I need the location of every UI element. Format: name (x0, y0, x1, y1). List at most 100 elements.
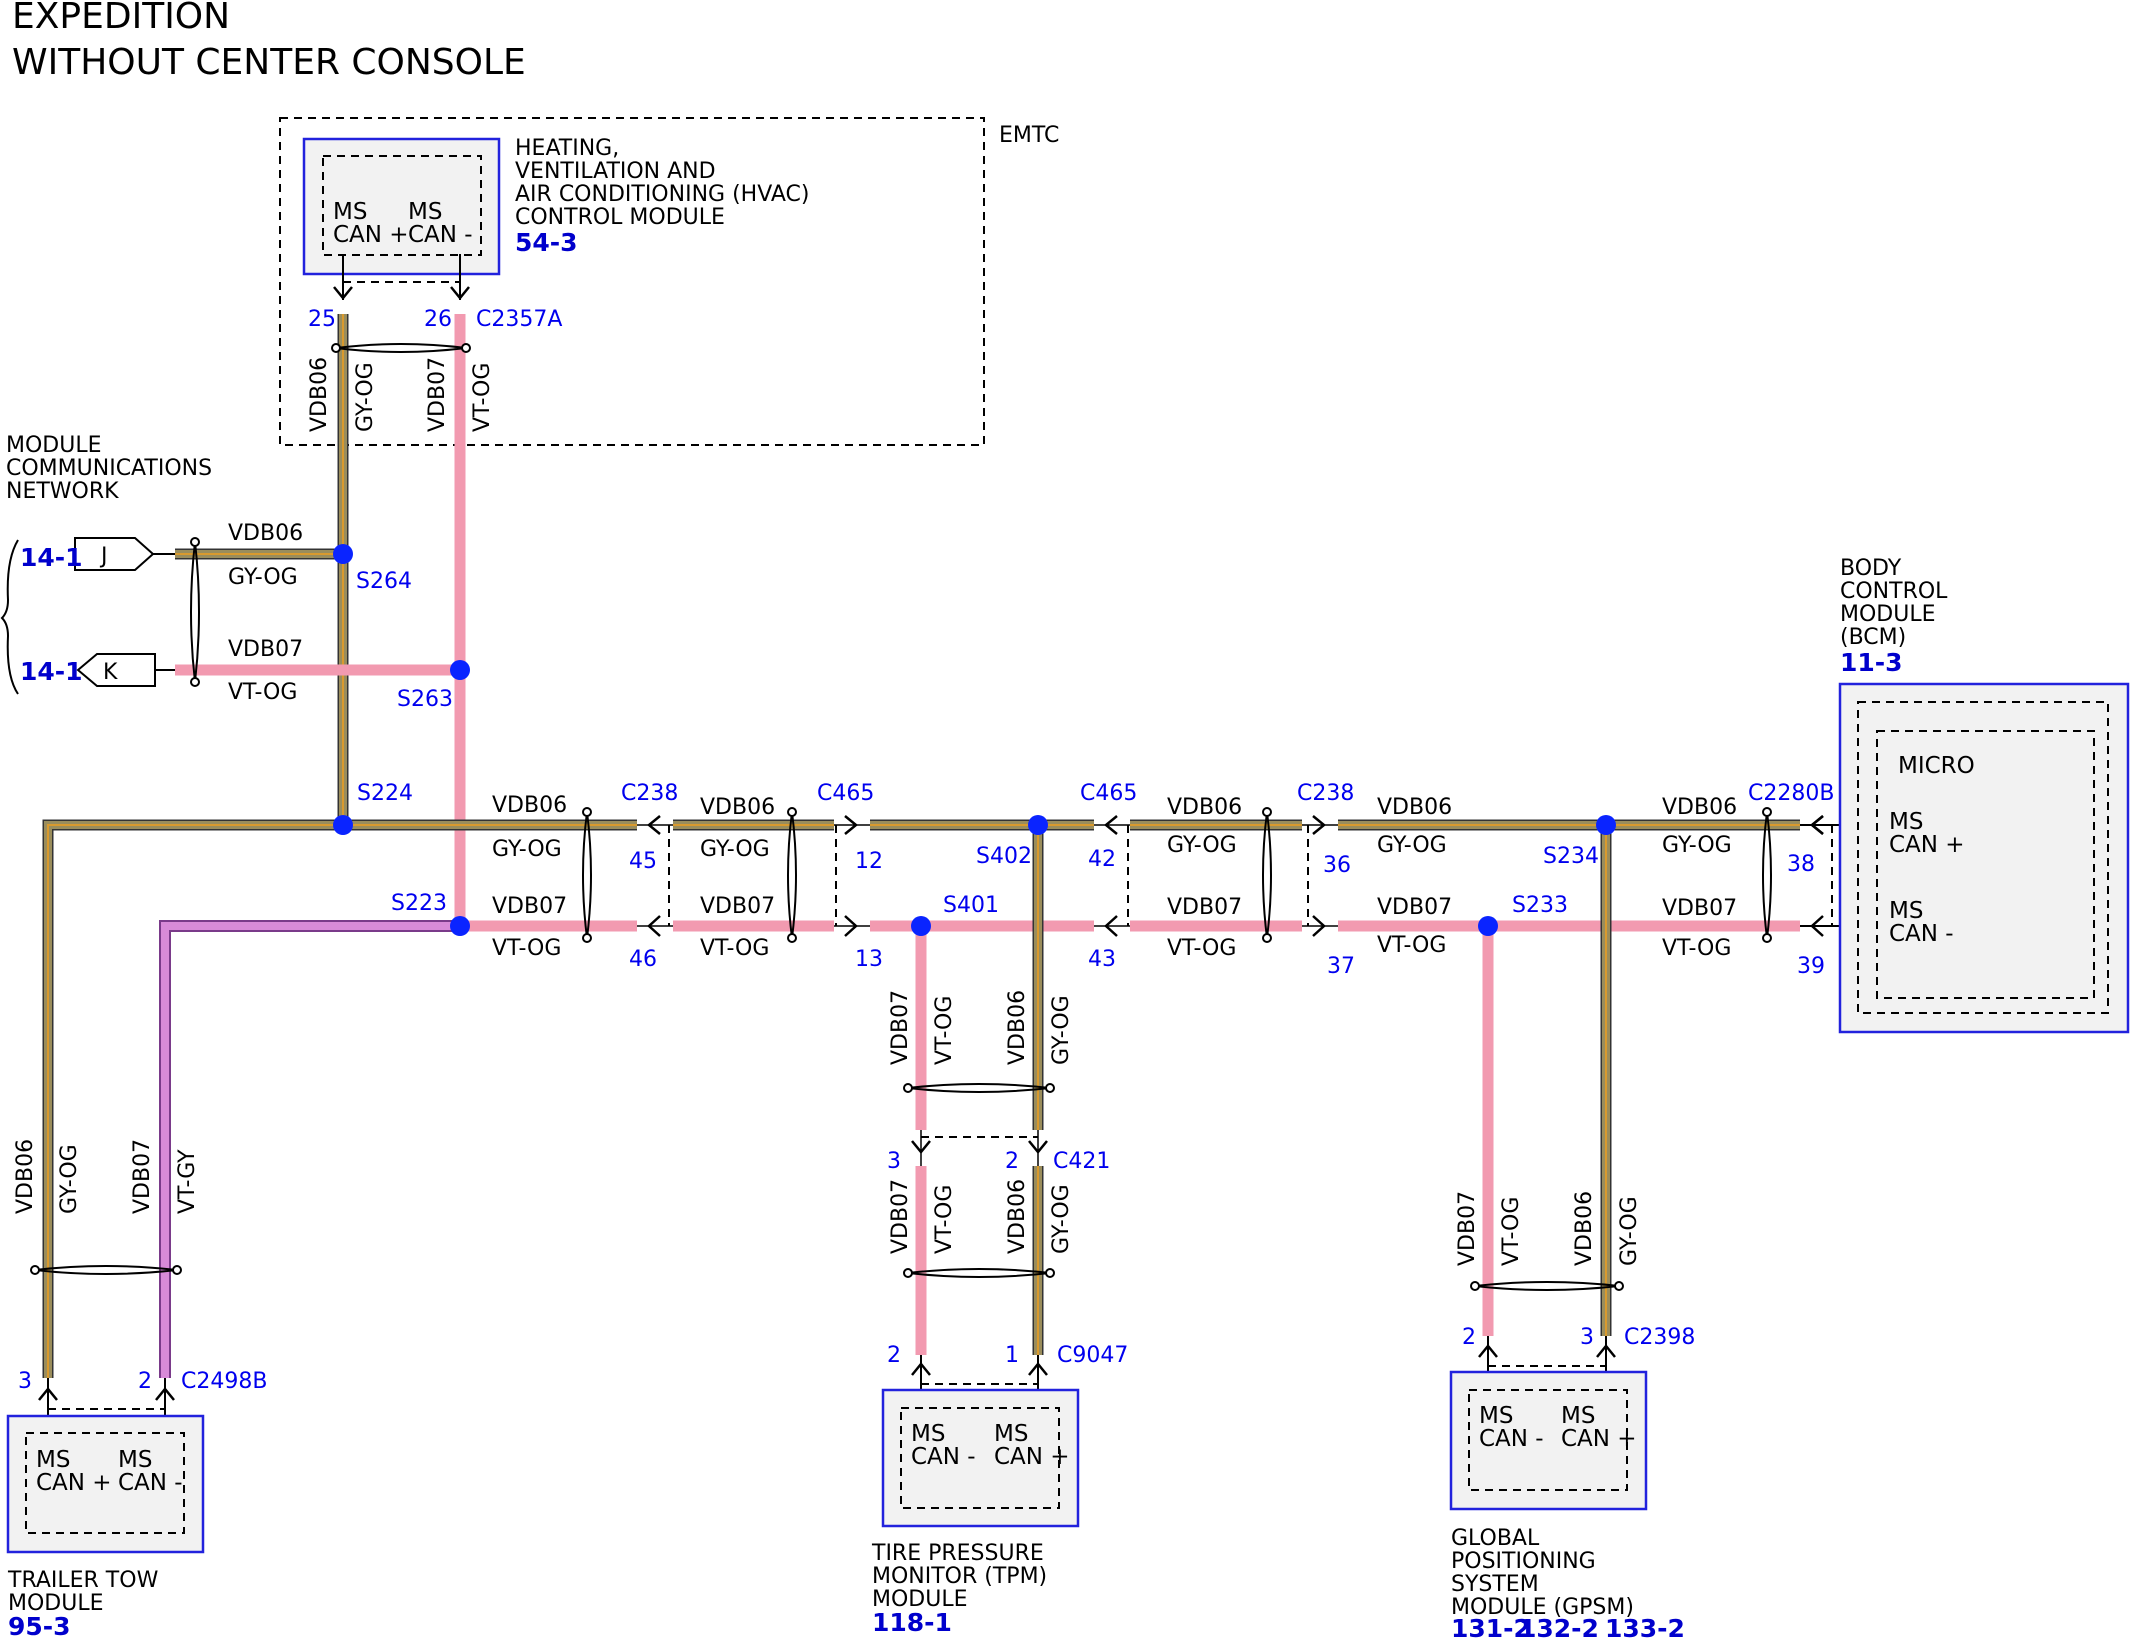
trailer-pin2-l1: MS (118, 1447, 152, 1473)
mcn-connector-k (76, 653, 175, 687)
bcm-arrow-can-plus (1810, 815, 1824, 835)
trailer-module-inner (25, 1432, 185, 1534)
svg-text:VT-OG: VT-OG (932, 996, 957, 1065)
bcm-pin2-l2: CAN - (1889, 921, 1954, 947)
svg-text:VT-OG: VT-OG (492, 936, 561, 961)
pin-37: 37 (1327, 954, 1355, 979)
svg-text:VT-GY: VT-GY (175, 1149, 200, 1214)
tpm-pin-1: 1 (1005, 1343, 1019, 1368)
svg-text:GY-OG: GY-OG (353, 362, 378, 432)
hvac-pin2-l1: MS (408, 199, 442, 225)
svg-text:GY-OG: GY-OG (228, 565, 298, 590)
mcn-ref-j: 14-1 (20, 543, 83, 572)
svg-text:VT-OG: VT-OG (1377, 933, 1446, 958)
pin-36: 36 (1323, 853, 1351, 878)
hvac-connector: C2357A (476, 307, 562, 332)
svg-text:GY-OG: GY-OG (492, 837, 562, 862)
splice-s233: S233 (1512, 893, 1568, 918)
tpm-title-1: TIRE PRESSURE (871, 1541, 1044, 1566)
svg-text:VT-OG: VT-OG (700, 936, 769, 961)
hvac-pin2-l2: CAN - (408, 222, 473, 248)
splice-s223: S223 (391, 891, 447, 916)
inline-connectors (637, 812, 1887, 1166)
bcm-ref: 11-3 (1840, 648, 1903, 677)
bcm-micro-label: MICRO (1898, 753, 1975, 779)
gpsm-ref-3: 133-2 (1605, 1614, 1685, 1638)
emtc-label: EMTC (999, 123, 1059, 148)
svg-text:VDB06: VDB06 (228, 521, 303, 546)
gpsm-pin2-l1: MS (1561, 1403, 1595, 1429)
connector-c238-right: C238 (1297, 781, 1354, 806)
c421-pin-3: 3 (887, 1149, 901, 1174)
twist-markers (30, 343, 1772, 1291)
tpm-pin2-l2: CAN + (994, 1444, 1070, 1470)
splice-s224: S224 (357, 781, 413, 806)
svg-text:VDB06: VDB06 (1005, 1179, 1030, 1254)
bcm-title-2: CONTROL (1840, 579, 1948, 604)
tpm-pin1-l1: MS (911, 1421, 945, 1447)
svg-text:GY-OG: GY-OG (1662, 833, 1732, 858)
tpm-module-inner (900, 1407, 1060, 1509)
gpsm-title-3: SYSTEM (1451, 1572, 1539, 1597)
mcn-title-2: COMMUNICATIONS (6, 456, 212, 481)
hvac-title-4: CONTROL MODULE (515, 205, 725, 230)
svg-text:VT-OG: VT-OG (228, 680, 297, 705)
hvac-pin1-l1: MS (333, 199, 367, 225)
svg-text:VDB06: VDB06 (1005, 990, 1030, 1065)
hvac-title-3: AIR CONDITIONING (HVAC) (515, 182, 809, 207)
svg-text:VDB07: VDB07 (228, 637, 303, 662)
splice-s263: S263 (397, 687, 453, 712)
svg-text:VDB06: VDB06 (1377, 795, 1452, 820)
svg-text:VDB07: VDB07 (130, 1139, 155, 1214)
bcm-micro-box (1876, 730, 2095, 999)
svg-text:VDB06: VDB06 (307, 357, 332, 432)
svg-text:VDB06: VDB06 (13, 1139, 38, 1214)
mcn-title-1: MODULE (6, 433, 102, 458)
hvac-pin1-l2: CAN + (333, 222, 409, 248)
hvac-pin-25: 25 (308, 307, 336, 332)
splice-s402: S402 (976, 844, 1032, 869)
trailer-pin1-l2: CAN + (36, 1470, 112, 1496)
gpsm-pin1-l2: CAN - (1479, 1426, 1544, 1452)
svg-text:VT-OG: VT-OG (1167, 936, 1236, 961)
hvac-module-inner (322, 155, 482, 256)
trailer-pin-3: 3 (18, 1369, 32, 1394)
splice-s234: S234 (1543, 844, 1599, 869)
mcn-tag-k: K (103, 660, 118, 685)
emtc-boundary (279, 117, 985, 446)
svg-text:VDB07: VDB07 (1377, 895, 1452, 920)
bcm-module-inner (1857, 701, 2109, 1014)
gpsm-pin2-l2: CAN + (1561, 1426, 1637, 1452)
connector-c238-left: C238 (621, 781, 678, 806)
pin-45: 45 (629, 849, 657, 874)
bcm-module (1838, 682, 2130, 1034)
gpsm-ref-2: 132-2 (1519, 1614, 1599, 1638)
trailer-module (6, 1414, 205, 1554)
svg-text:VDB07: VDB07 (888, 990, 913, 1065)
pin-13: 13 (855, 947, 883, 972)
svg-text:VDB07: VDB07 (492, 894, 567, 919)
connector-c465-right: C465 (1080, 781, 1137, 806)
connector-c465-left: C465 (817, 781, 874, 806)
gpsm-connector: C2398 (1624, 1325, 1695, 1350)
trailer-pin-2: 2 (138, 1369, 152, 1394)
bcm-pin-39: 39 (1797, 954, 1825, 979)
svg-text:GY-OG: GY-OG (700, 837, 770, 862)
svg-text:VDB07: VDB07 (1662, 896, 1737, 921)
trailer-pin2-l2: CAN - (118, 1470, 183, 1496)
svg-text:VDB07: VDB07 (425, 357, 450, 432)
hvac-title-1: HEATING, (515, 136, 619, 161)
pin-12: 12 (855, 849, 883, 874)
tpm-pin1-l2: CAN - (911, 1444, 976, 1470)
gpsm-title-1: GLOBAL (1451, 1526, 1540, 1551)
tpm-pin-2: 2 (887, 1343, 901, 1368)
svg-text:VT-OG: VT-OG (932, 1185, 957, 1254)
trailer-title-2: MODULE (8, 1591, 104, 1616)
mcn-connector-j (74, 537, 175, 571)
splice-s401: S401 (943, 893, 999, 918)
title-line-2: WITHOUT CENTER CONSOLE (12, 42, 526, 83)
svg-text:GY-OG: GY-OG (1049, 995, 1074, 1065)
svg-text:VDB06: VDB06 (1572, 1191, 1597, 1266)
tpm-connector: C9047 (1057, 1343, 1128, 1368)
